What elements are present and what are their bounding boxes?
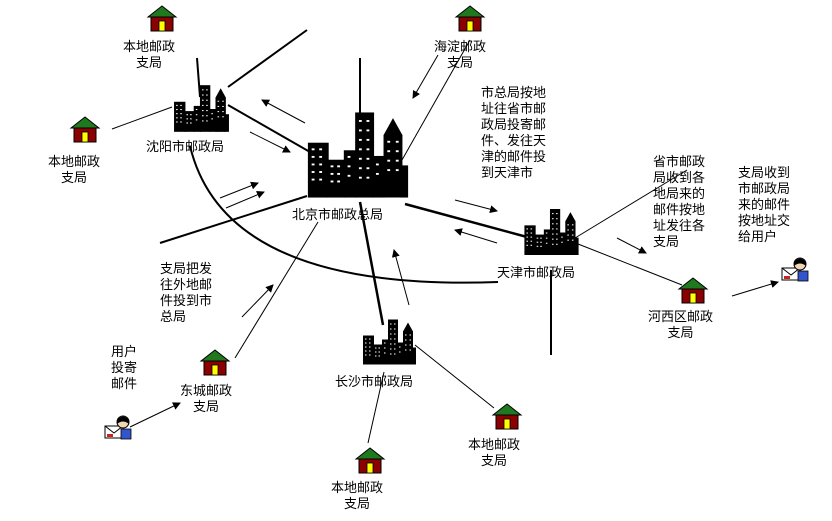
changsha-bureau-label: 长沙市邮政局 [335,375,414,390]
arrow-to-beijing-from-haidian [412,54,439,99]
arrow-to-beijing-from-tianjin [454,228,498,244]
house-icon-top-left [147,5,177,32]
local-branch-top-label: 本地邮政 支局 [123,40,176,71]
line-beijing-tianjin [404,202,528,239]
arrow-to-beijing-from-west [219,181,259,199]
line-beijing-haidian [401,39,471,161]
house-icon-bottom [355,447,385,474]
line-shenyang-left-house [111,106,173,130]
arrow-to-shenyang [261,99,306,124]
dongcheng-branch-label: 东城邮政 支局 [180,384,233,415]
line-tianjin-hexi [572,241,683,286]
line-beijing-dongcheng [234,221,319,359]
tianjin-bureau-label: 天津市邮政局 [497,266,576,281]
line-beijing-changsha [358,201,385,326]
note-branch-receive: 支局收到 市邮政局 来的邮件 按地址交 给用户 [738,166,791,245]
arrow-to-tianjin [454,199,498,214]
line-shenyang-top-house [196,57,201,98]
line-shenyang-tianjin-arc [189,145,499,284]
beijing-bureau-label: 北京市邮政总局 [292,208,384,223]
arrow-to-beijing-west-2 [225,191,265,209]
line-shenyang-north [227,29,308,88]
house-icon-dongcheng [200,349,230,376]
changsha-city-icon [363,319,416,365]
house-icon-bottom-right [492,403,522,430]
local-branch-bottom-label: 本地邮政 支局 [331,481,384,512]
note-branch-send: 支局把发 往外地邮 件投到市 总局 [160,262,213,325]
line-tianjin-north [574,169,688,239]
arrow-to-user-right [731,280,779,297]
arrow-to-beijing-from-changsha [391,249,410,306]
house-icon-left [70,116,100,143]
user-icon-left [104,415,132,440]
arrow-to-beijing-from-shenyang [249,131,291,153]
tianjin-city-icon [524,209,579,255]
line-changsha-right-house [414,344,495,409]
line-beijing-shenyang [227,104,311,153]
note-city-bureau: 市总局按地 址往省市邮 政局投寄邮 件、发往天 津的邮件投 到天津市 [481,86,547,181]
shenyang-bureau-label: 沈阳市邮政局 [146,140,225,155]
local-branch-bottom-right-label: 本地邮政 支局 [468,438,521,469]
line-changsha-bottom-house [367,371,385,444]
arrow-to-beijing-from-dongcheng [241,284,274,318]
shenyang-city-icon [174,85,229,132]
note-user-post: 用户 投寄 邮件 [111,345,138,392]
local-branch-left-label: 本地邮政 支局 [48,155,101,186]
arrow-to-hexi [616,237,647,254]
arrow-to-dongcheng-from-user [129,402,181,428]
note-provincial-bureau: 省市邮政 局收到各 地局来的 邮件按地 址发往各 支局 [653,155,706,250]
house-icon-hexi [678,277,708,304]
haidian-branch-label: 海淀邮政 支局 [434,40,487,71]
user-icon-right [781,257,809,282]
house-icon-haidian [455,5,485,32]
beijing-city-icon [307,112,409,198]
hexi-branch-label: 河西区邮政 支局 [648,310,714,341]
